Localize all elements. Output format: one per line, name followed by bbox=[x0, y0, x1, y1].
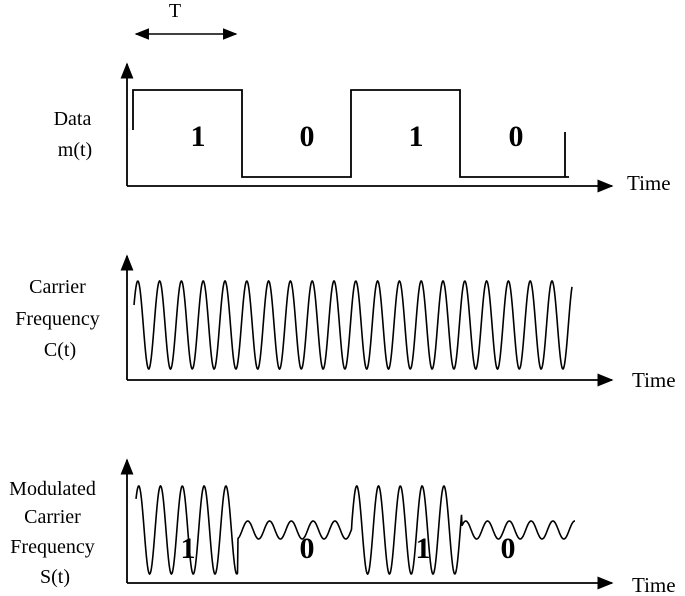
data-square-wave bbox=[132, 89, 569, 178]
modulated-label-line-3: Frequency bbox=[10, 536, 94, 558]
data-panel: Data m(t) 1 0 1 0 Time bbox=[54, 62, 671, 195]
modulated-label-line-2: Carrier bbox=[24, 506, 81, 528]
carrier-panel-label: Carrier Frequency C(t) bbox=[15, 276, 104, 361]
period-label: T bbox=[169, 0, 181, 22]
modulated-label-line-1: Modulated bbox=[9, 478, 96, 500]
modulated-bit-label: 0 bbox=[501, 532, 516, 565]
data-bit-label: 0 bbox=[300, 120, 315, 153]
carrier-label-line-2: Frequency bbox=[15, 308, 99, 330]
modulated-label-line-4: S(t) bbox=[40, 566, 70, 588]
data-bit-label: 1 bbox=[191, 120, 206, 153]
carrier-time-label: Time bbox=[632, 368, 676, 392]
data-bit-label: 1 bbox=[409, 120, 424, 153]
carrier-label-line-1: Carrier bbox=[29, 276, 86, 298]
carrier-label-line-3: C(t) bbox=[44, 339, 76, 361]
data-time-label: Time bbox=[627, 171, 671, 195]
modulated-time-label: Time bbox=[632, 573, 676, 596]
period-marker: T bbox=[134, 0, 238, 40]
modulated-bit-label: 0 bbox=[300, 532, 315, 565]
data-label-line-1: Data bbox=[54, 108, 92, 130]
modulated-bit-label: 1 bbox=[416, 532, 431, 565]
modulated-wave bbox=[135, 484, 575, 576]
carrier-sine-wave bbox=[133, 279, 573, 371]
modulated-panel: Modulated Carrier Frequency S(t) 1 0 1 0… bbox=[9, 458, 676, 596]
data-label-line-2: m(t) bbox=[58, 139, 92, 161]
modulated-panel-label: Modulated Carrier Frequency S(t) bbox=[9, 478, 101, 588]
modulated-bit-label: 1 bbox=[181, 532, 196, 565]
carrier-panel: Carrier Frequency C(t) Time bbox=[15, 254, 676, 392]
data-panel-label: Data m(t) bbox=[54, 108, 97, 161]
data-bit-label: 0 bbox=[509, 120, 524, 153]
